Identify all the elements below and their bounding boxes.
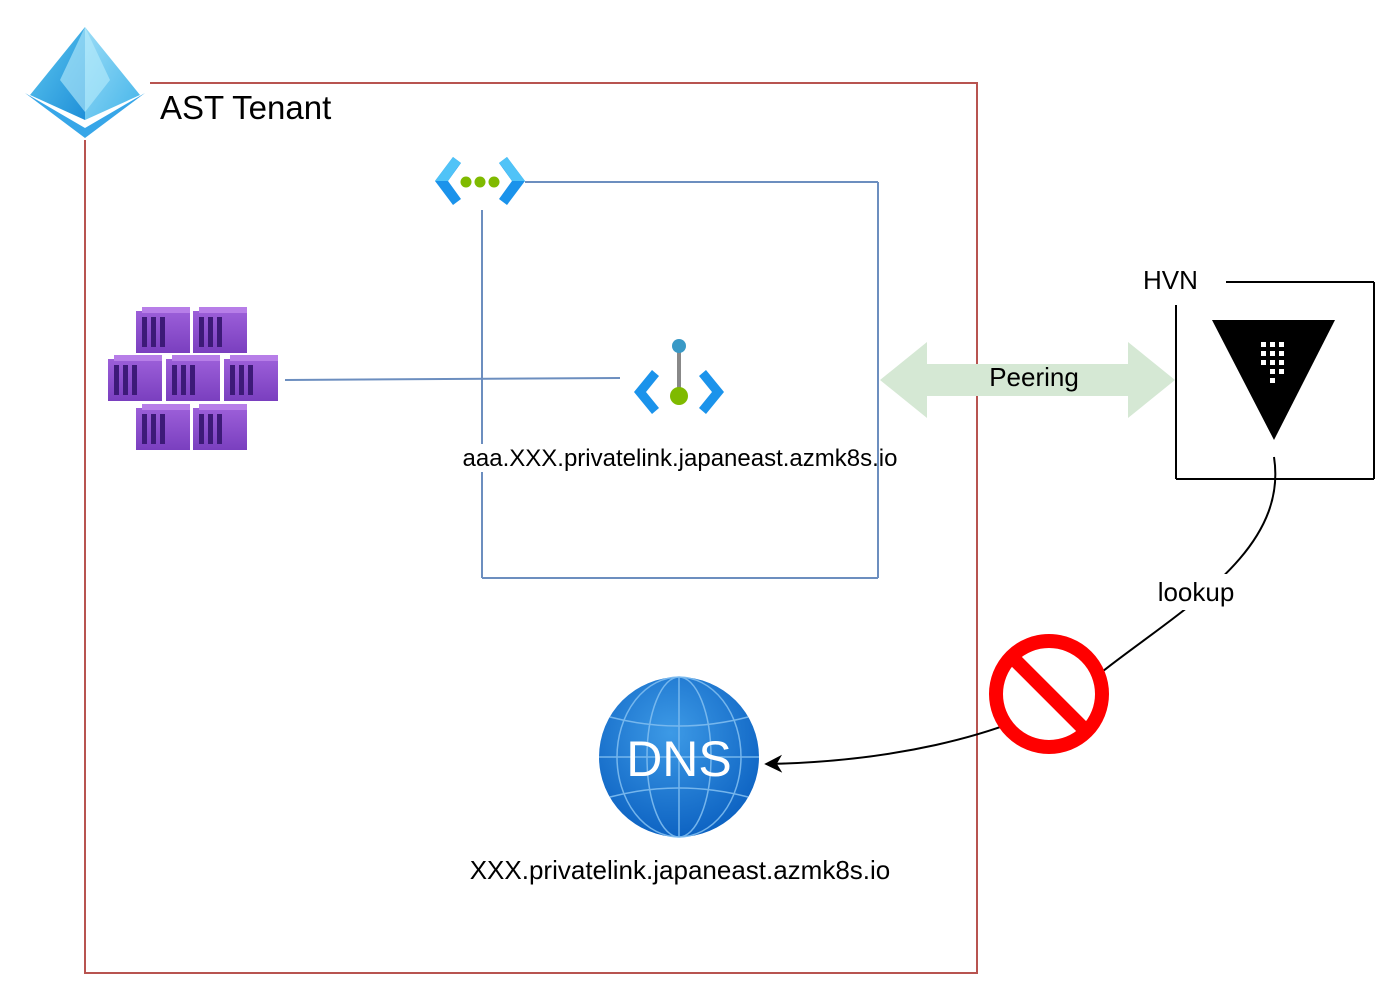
tenant-boundary xyxy=(84,82,978,974)
dns-zone-label: XXX.privatelink.japaneast.azmk8s.io xyxy=(470,855,891,885)
azure-ad-pyramid-icon xyxy=(20,25,150,140)
peering-arrow xyxy=(880,342,1175,418)
peering-label: Peering xyxy=(989,362,1079,392)
vnet-boundary xyxy=(481,181,879,579)
hvn-label: HVN xyxy=(1143,265,1198,295)
dns-icon-text: DNS xyxy=(626,731,732,787)
vault-icon xyxy=(1212,320,1335,440)
lookup-label: lookup xyxy=(1158,577,1235,607)
kubernetes-service-icon xyxy=(108,307,278,450)
dns-globe-icon: DNS xyxy=(599,676,759,838)
virtual-network-icon xyxy=(435,157,525,205)
tenant-label: AST Tenant xyxy=(160,89,331,126)
private-endpoint-label: aaa.XXX.privatelink.japaneast.azmk8s.io xyxy=(463,445,898,472)
prohibited-icon xyxy=(989,634,1109,754)
private-endpoint-icon xyxy=(634,339,724,414)
aks-endpoint-connector xyxy=(284,377,621,381)
